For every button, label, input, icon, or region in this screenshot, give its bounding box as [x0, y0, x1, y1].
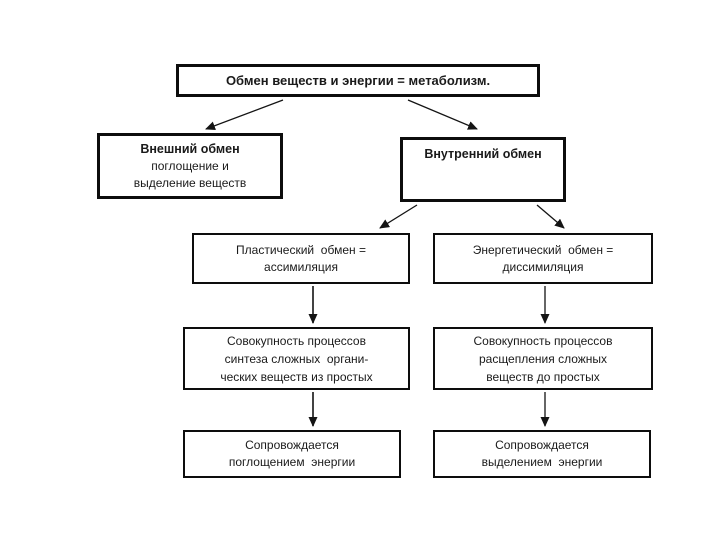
- box-energy-release: Сопровождается выделением энергии: [433, 430, 651, 478]
- box-energy-exchange: Энергетический обмен = диссимиляция: [433, 233, 653, 284]
- box-metabolism-title: Обмен веществ и энергии = метаболизм.: [176, 64, 540, 97]
- plastic-exchange-text: Пластический обмен = ассимиляция: [236, 242, 366, 274]
- energy-absorption-text: Сопровождается поглощением энергии: [228, 438, 356, 469]
- synthesis-processes-text: Совокупность процессов синтеза сложных о…: [220, 333, 373, 384]
- arrow-root-to-external: [205, 99, 284, 131]
- arrow-internal-to-energy: [536, 204, 565, 229]
- metabolism-title-text: Обмен веществ и энергии = метаболизм.: [225, 73, 491, 88]
- external-exchange-title: Внешний обмен: [140, 142, 240, 156]
- box-energy-absorption: Сопровождается поглощением энергии: [183, 430, 401, 478]
- external-exchange-body: поглощение и выделение веществ: [133, 159, 247, 190]
- box-external-exchange: Внешний обмен поглощение и выделение вещ…: [97, 133, 283, 199]
- box-plastic-exchange: Пластический обмен = ассимиляция: [192, 233, 410, 284]
- internal-exchange-title: Внутренний обмен: [424, 147, 542, 161]
- arrow-root-to-internal: [407, 99, 478, 130]
- splitting-processes-text: Совокупность процессов расщепления сложн…: [473, 333, 613, 384]
- energy-release-text: Сопровождается выделением энергии: [481, 438, 603, 469]
- box-splitting-processes: Совокупность процессов расщепления сложн…: [433, 327, 653, 390]
- arrow-internal-to-plastic: [379, 204, 418, 229]
- box-internal-exchange: Внутренний обмен: [400, 137, 566, 202]
- box-synthesis-processes: Совокупность процессов синтеза сложных о…: [183, 327, 410, 390]
- energy-exchange-text: Энергетический обмен = диссимиляция: [472, 242, 614, 274]
